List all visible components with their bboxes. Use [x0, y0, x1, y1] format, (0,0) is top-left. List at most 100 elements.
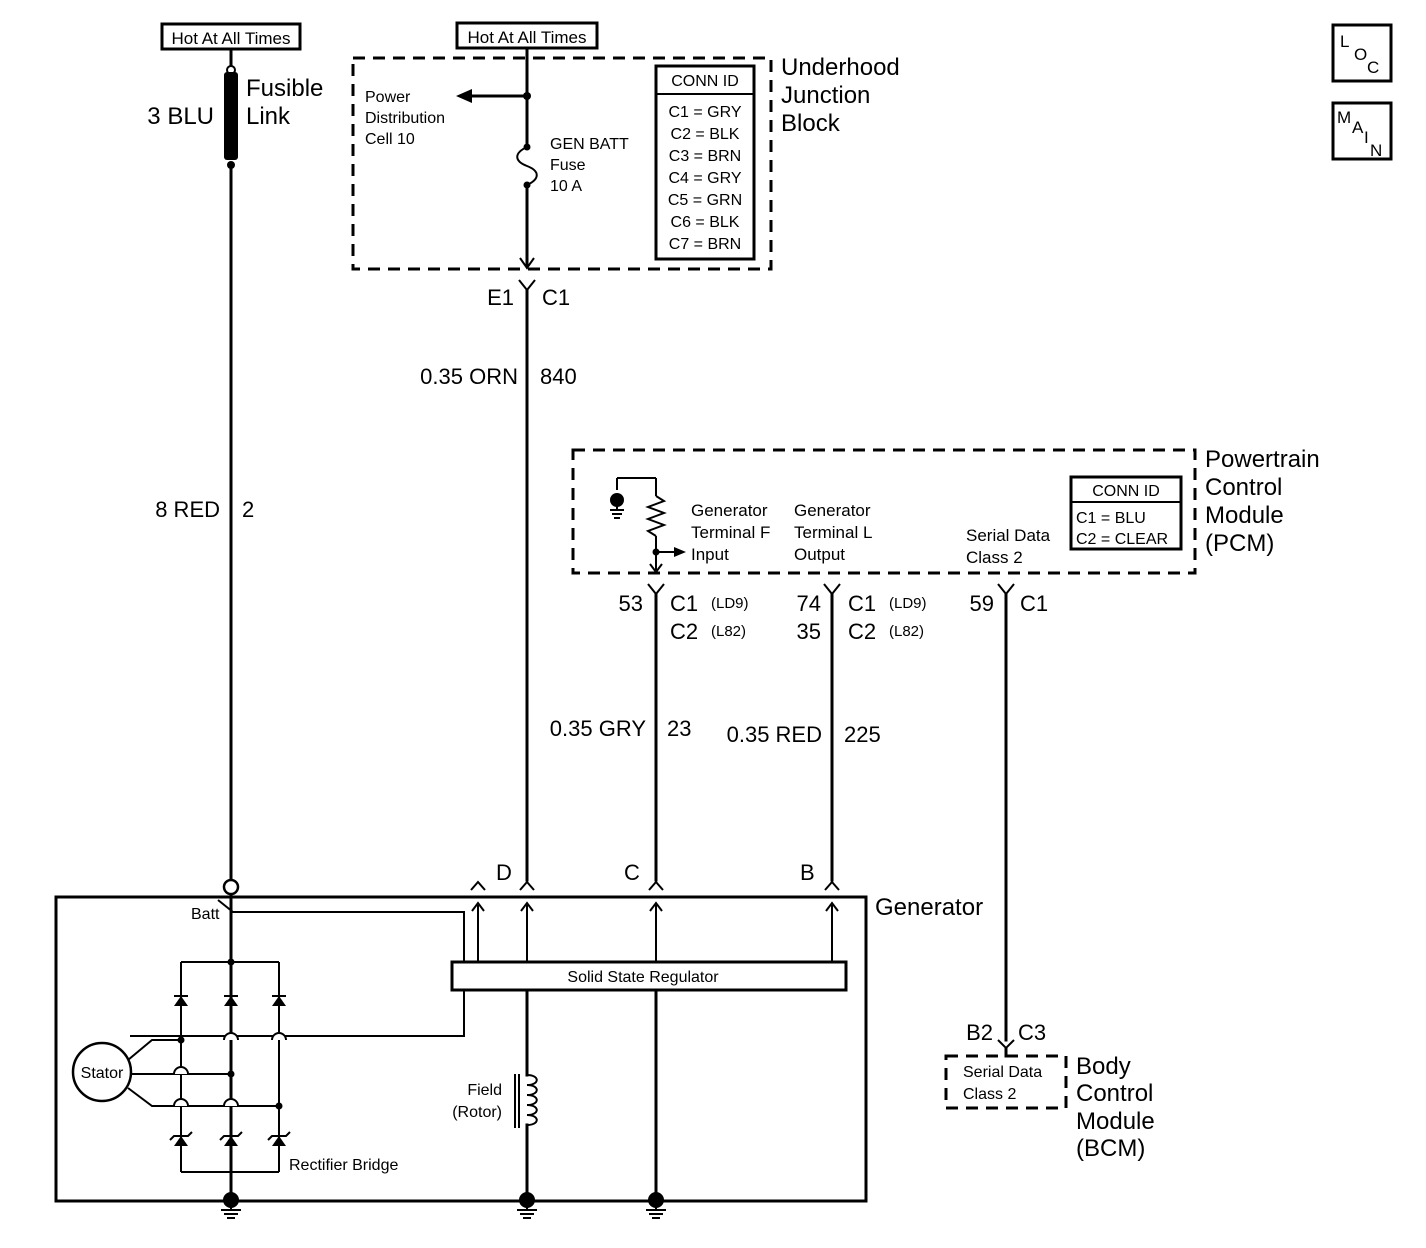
pcm-f-opt1: (LD9) [711, 595, 749, 612]
pcm-conn-id-table [1069, 475, 1183, 551]
fusible-link-label-2: Link [246, 103, 291, 130]
power-dist-3: Cell 10 [365, 131, 415, 148]
stator-label: Stator [81, 1065, 124, 1082]
pcm-f-opt2: (L82) [711, 623, 746, 640]
junction-title-1: Underhood [781, 54, 900, 81]
batt-wire-gauge: 8 RED [155, 497, 220, 522]
pcm-l-pin2: 35 [797, 619, 821, 644]
hot-label-junction: Hot At All Times [467, 28, 586, 47]
pcm-f-conn2: C2 [670, 619, 698, 644]
pcm-title-1: Powertrain [1205, 446, 1320, 473]
fusible-link-label-1: Fusible [246, 75, 323, 102]
junction-conn-id-table [654, 64, 756, 261]
terminal-c-label: C [624, 860, 640, 885]
pcm-s-conn: C1 [1020, 591, 1048, 616]
regulator-label: Solid State Regulator [567, 969, 719, 986]
pcm-term-f-1: Generator [691, 501, 768, 520]
pcm-term-f-3: Input [691, 545, 729, 564]
junction-conn-id-row: C1 = GRY [668, 104, 741, 121]
pcm-l-pin1: 74 [797, 591, 821, 616]
pcm-serial-2: Class 2 [966, 548, 1023, 567]
fuse-label-2: Fuse [550, 157, 586, 174]
orn-wire-gauge: 0.35 ORN [420, 364, 518, 389]
pcm-serial-1: Serial Data [966, 526, 1051, 545]
generator-title: Generator [875, 894, 983, 921]
bcm-outline [944, 1054, 1068, 1110]
pcm-term-l-2: Terminal L [794, 523, 872, 542]
junction-block-outline [351, 56, 773, 271]
junction-title-2: Junction [781, 82, 870, 109]
junction-connector: C1 [542, 285, 570, 310]
solid-state-regulator [450, 960, 848, 992]
gry-wire-circuit: 23 [667, 716, 691, 741]
pcm-term-l-3: Output [794, 545, 845, 564]
pcm-title-4: (PCM) [1205, 530, 1274, 557]
red-wire-circuit: 225 [844, 722, 881, 747]
rectifier-label: Rectifier Bridge [289, 1157, 398, 1174]
bcm-pin: B2 [966, 1020, 993, 1045]
hot-label-fusible: Hot At All Times [171, 29, 290, 48]
main-letter: I [1364, 128, 1369, 147]
loc-letter: C [1367, 58, 1379, 77]
pcm-outline [571, 448, 1197, 575]
loc-button[interactable]: L O C [1331, 23, 1393, 83]
pcm-conn-id-row: C2 = CLEAR [1076, 531, 1168, 548]
batt-wire-circuit: 2 [242, 497, 254, 522]
orn-wire-circuit: 840 [540, 364, 577, 389]
fuse-label-3: 10 A [550, 178, 582, 195]
pcm-f-conn1: C1 [670, 591, 698, 616]
field-label-2: (Rotor) [452, 1104, 502, 1121]
junction-conn-id-row: C7 = BRN [669, 236, 741, 253]
loc-letter: L [1340, 32, 1349, 51]
stator-symbol [71, 1041, 133, 1103]
bcm-title-3: Module [1076, 1108, 1155, 1135]
fuse-symbol [516, 146, 538, 186]
pcm-conn-id-title: CONN ID [1092, 483, 1160, 500]
power-dist-2: Distribution [365, 110, 445, 127]
bcm-title-2: Control [1076, 1080, 1153, 1107]
fuse-label-1: GEN BATT [550, 136, 629, 153]
pcm-title-2: Control [1205, 474, 1282, 501]
main-button[interactable]: M A I N [1331, 101, 1393, 161]
junction-conn-id-row: C6 = BLK [671, 214, 740, 231]
loc-letter: O [1354, 45, 1367, 64]
terminal-b-label: B [800, 860, 815, 885]
pcm-term-f-2: Terminal F [691, 523, 770, 542]
gry-wire-gauge: 0.35 GRY [550, 716, 647, 741]
ground-symbols [221, 1200, 666, 1219]
pcm-conn-id-row: C1 = BLU [1076, 510, 1146, 527]
generator-outline [54, 895, 868, 1203]
junction-conn-id-title: CONN ID [671, 73, 739, 90]
bcm-serial-2: Class 2 [963, 1086, 1016, 1103]
pcm-l-conn2: C2 [848, 619, 876, 644]
pcm-l-opt1: (LD9) [889, 595, 927, 612]
pcm-term-l-1: Generator [794, 501, 871, 520]
bcm-title-1: Body [1076, 1053, 1131, 1080]
generator-batt-label: Batt [191, 906, 220, 923]
field-coil-symbol [526, 1074, 538, 1126]
power-dist-1: Power [365, 89, 411, 106]
bcm-title-4: (BCM) [1076, 1135, 1145, 1162]
junction-conn-id-row: C5 = GRN [668, 192, 742, 209]
pcm-f-pin: 53 [619, 591, 643, 616]
pcm-s-pin: 59 [970, 591, 994, 616]
pcm-l-conn1: C1 [848, 591, 876, 616]
junction-conn-id-row: C4 = GRY [668, 170, 741, 187]
pcm-l-opt2: (L82) [889, 623, 924, 640]
main-letter: N [1370, 141, 1382, 160]
fusible-wire-label: 3 BLU [147, 103, 214, 130]
batt-terminal [222, 878, 240, 896]
junction-pin: E1 [487, 285, 514, 310]
red-wire-gauge: 0.35 RED [727, 722, 822, 747]
junction-conn-id-row: C2 = BLK [671, 126, 740, 143]
pcm-title-3: Module [1205, 502, 1284, 529]
junction-title-3: Block [781, 110, 841, 137]
bcm-connector: C3 [1018, 1020, 1046, 1045]
bcm-serial-1: Serial Data [963, 1064, 1042, 1081]
hot-label-box-junction [455, 21, 599, 50]
fusible-link-symbol [224, 72, 238, 160]
resistor-symbol [645, 495, 667, 537]
field-label-1: Field [467, 1082, 502, 1099]
main-letter: A [1352, 118, 1364, 137]
